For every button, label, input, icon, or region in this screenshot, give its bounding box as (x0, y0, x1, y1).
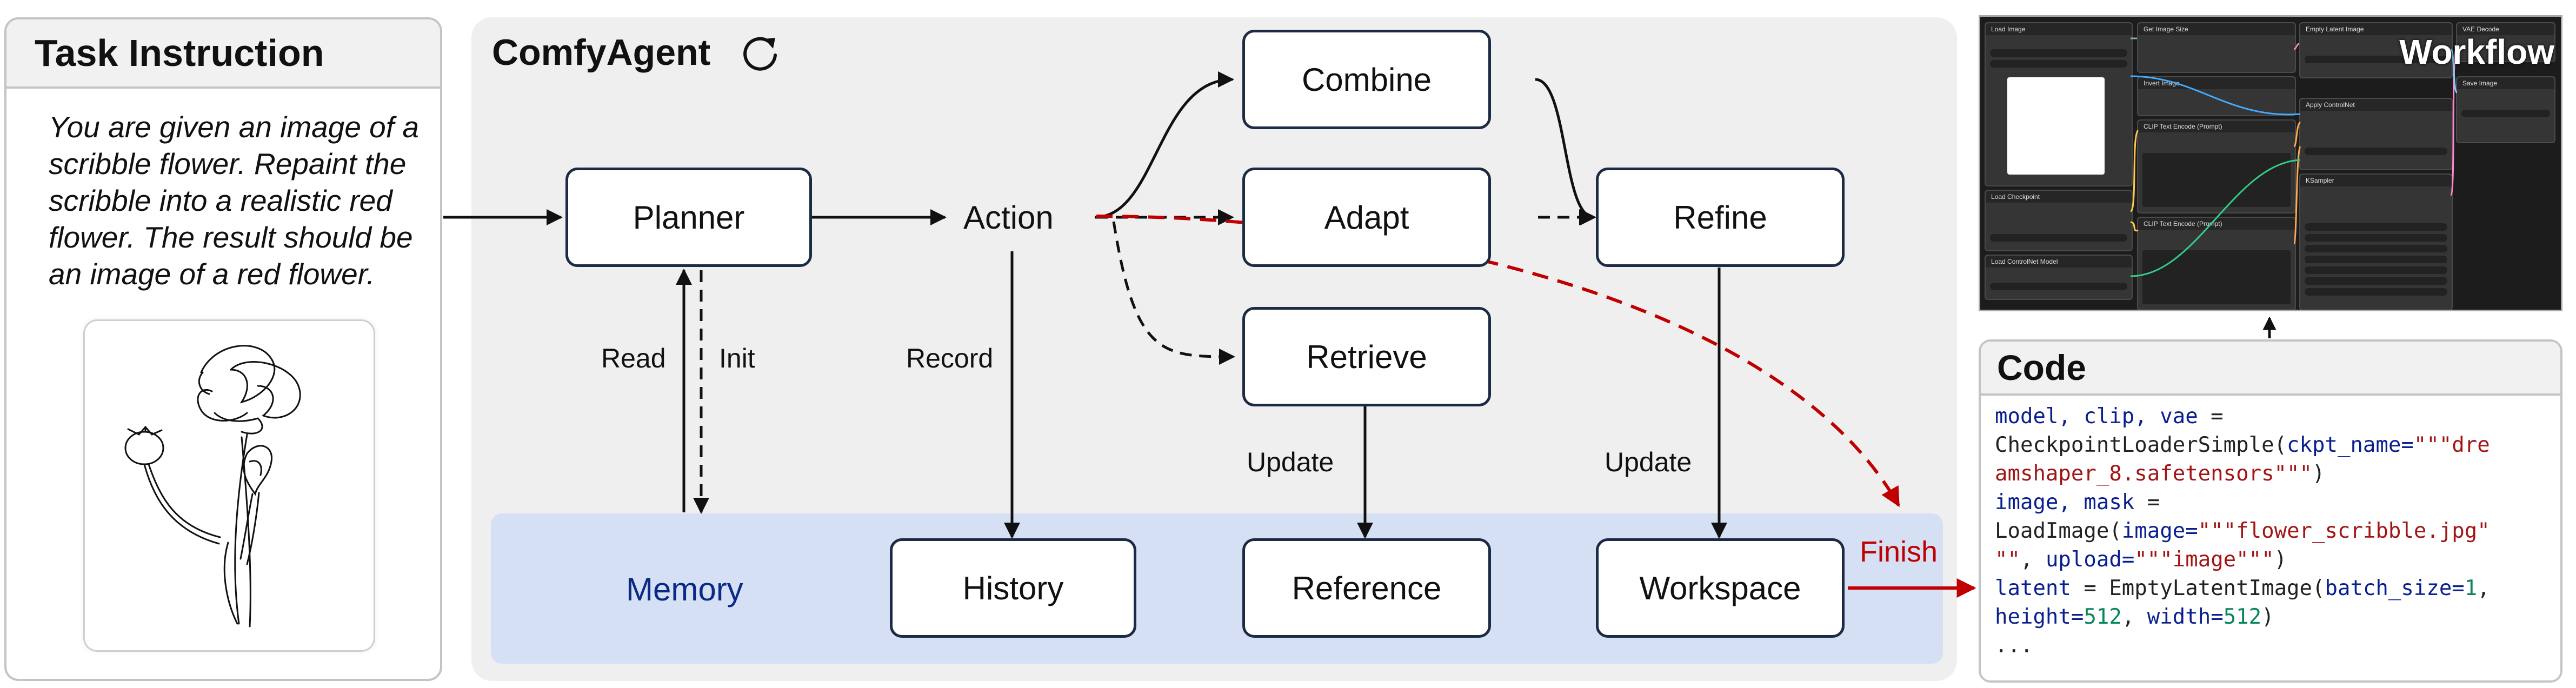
wf-node-title: Empty Latent Image (2300, 23, 2452, 35)
code-token: """image""" (2134, 547, 2274, 572)
code-line: CheckpointLoaderSimple(ckpt_name="""dre (1995, 431, 2546, 459)
edge-action-retrieve (1112, 221, 1235, 365)
code-line: latent = EmptyLatentImage(batch_size=1, (1995, 574, 2546, 603)
wf-clip-positive-node: CLIP Text Encode (Prompt) (2137, 119, 2296, 213)
code-token: = EmptyLatentImage( (2071, 576, 2325, 600)
code-token: ) (2274, 547, 2287, 572)
code-token: 1 (2464, 576, 2478, 600)
code-token: = (2198, 404, 2224, 429)
planner-node: Planner (565, 168, 812, 267)
code-token: 512 (2084, 605, 2122, 629)
wf-vae-decode-node: VAE Decode (2456, 22, 2555, 62)
code-token: , (2020, 547, 2046, 572)
comfyagent-title: ComfyAgent (492, 32, 711, 73)
init-label: Init (719, 343, 755, 373)
task-instruction-text: You are given an image of a scribble flo… (49, 110, 419, 291)
code-line: model, clip, vae = (1995, 402, 2546, 431)
refine-node: Refine (1596, 168, 1845, 267)
action-label: Action (963, 199, 1054, 236)
workflow-screenshot: Load Image Get Image Size Empty Latent I… (1979, 15, 2562, 311)
code-token: CheckpointLoaderSimple( (1995, 433, 2287, 457)
reference-node: Reference (1242, 538, 1491, 638)
code-token: LoadImage( (1995, 519, 2122, 543)
workspace-node: Workspace (1596, 538, 1845, 638)
code-line: "", upload="""image""") (1995, 545, 2546, 574)
wf-node-title: Load Checkpoint (1986, 191, 2132, 203)
edge-action-combine (1094, 71, 1234, 219)
wf-clip-negative-node: CLIP Text Encode (Prompt) (2137, 217, 2296, 310)
wf-empty-latent-node: Empty Latent Image (2299, 22, 2453, 78)
code-token: 512 (2223, 605, 2262, 629)
code-token: , (2121, 605, 2147, 629)
task-instruction-panel: Task Instruction You are given an image … (4, 17, 442, 681)
record-label: Record (906, 343, 994, 373)
history-node: History (890, 538, 1136, 638)
code-token: amshaper_8.safetensors""" (1995, 462, 2312, 486)
wf-node-title: CLIP Text Encode (Prompt) (2138, 121, 2295, 132)
wf-ksampler-node: KSampler (2299, 173, 2453, 310)
wf-links (2129, 37, 2458, 277)
code-line: image, mask = (1995, 488, 2546, 517)
combine-node: Combine (1242, 30, 1491, 129)
code-token: upload= (2045, 547, 2135, 572)
code-line: amshaper_8.safetensors""") (1995, 459, 2546, 488)
wf-node-title: KSampler (2300, 175, 2452, 186)
update-workspace-label: Update (1605, 447, 1692, 477)
code-line: height=512, width=512) (1995, 603, 2546, 631)
code-line: ... (1995, 631, 2546, 660)
code-block: model, clip, vae =CheckpointLoaderSimple… (1981, 396, 2560, 666)
workflow-title: Workflow (2399, 32, 2554, 71)
code-panel: Code model, clip, vae =CheckpointLoaderS… (1979, 339, 2562, 683)
retrieve-node: Retrieve (1242, 307, 1491, 406)
code-title: Code (1981, 342, 2560, 396)
code-token: batch_size= (2325, 576, 2465, 600)
wf-load-checkpoint-node: Load Checkpoint (1985, 190, 2133, 251)
code-token: ... (1995, 633, 2033, 658)
wf-node-title: VAE Decode (2457, 23, 2554, 35)
wf-load-controlnet-node: Load ControlNet Model (1985, 255, 2133, 300)
read-label: Read (601, 343, 666, 373)
wf-node-title: Save Image (2457, 77, 2554, 89)
wf-apply-controlnet-node: Apply ControlNet (2299, 98, 2453, 170)
code-token: latent (1995, 576, 2071, 600)
code-token: "" (1995, 547, 2020, 572)
refresh-icon (743, 37, 777, 71)
code-line: LoadImage(image="""flower_scribble.jpg" (1995, 517, 2546, 545)
code-token: height= (1995, 605, 2084, 629)
update-reference-label: Update (1247, 447, 1334, 477)
edge-combine-refine (1535, 78, 1595, 225)
code-token: ) (2261, 605, 2274, 629)
code-token: image, mask (1995, 490, 2135, 515)
code-token: """dre (2413, 433, 2490, 457)
wf-load-image-node: Load Image (1985, 22, 2133, 186)
code-token: , (2477, 576, 2490, 600)
adapt-node: Adapt (1242, 168, 1491, 267)
finish-label: Finish (1860, 536, 1938, 568)
scribble-flower-drawing (124, 345, 301, 627)
wf-node-title: CLIP Text Encode (Prompt) (2138, 218, 2295, 230)
wf-node-title: Load Image (1986, 23, 2132, 35)
wf-node-title: Get Image Size (2138, 23, 2295, 35)
scribble-flower-image (83, 319, 375, 652)
edge-action-finish (1096, 215, 1900, 507)
memory-label: Memory (626, 571, 743, 607)
code-token: model, clip, vae (1995, 404, 2198, 429)
wf-save-image-node: Save Image (2456, 76, 2555, 143)
wf-invert-image-node: Invert Image (2137, 76, 2296, 116)
wf-get-image-size-node: Get Image Size (2137, 22, 2296, 73)
code-token: ckpt_name= (2287, 433, 2414, 457)
code-token: """flower_scribble.jpg" (2198, 519, 2490, 543)
wf-node-title: Load ControlNet Model (1986, 256, 2132, 268)
task-instruction-title: Task Instruction (6, 19, 440, 89)
code-token: ) (2312, 462, 2325, 486)
wf-node-title: Apply ControlNet (2300, 99, 2452, 111)
code-token: image= (2121, 519, 2198, 543)
code-token: = (2134, 490, 2160, 515)
code-token: width= (2147, 605, 2224, 629)
